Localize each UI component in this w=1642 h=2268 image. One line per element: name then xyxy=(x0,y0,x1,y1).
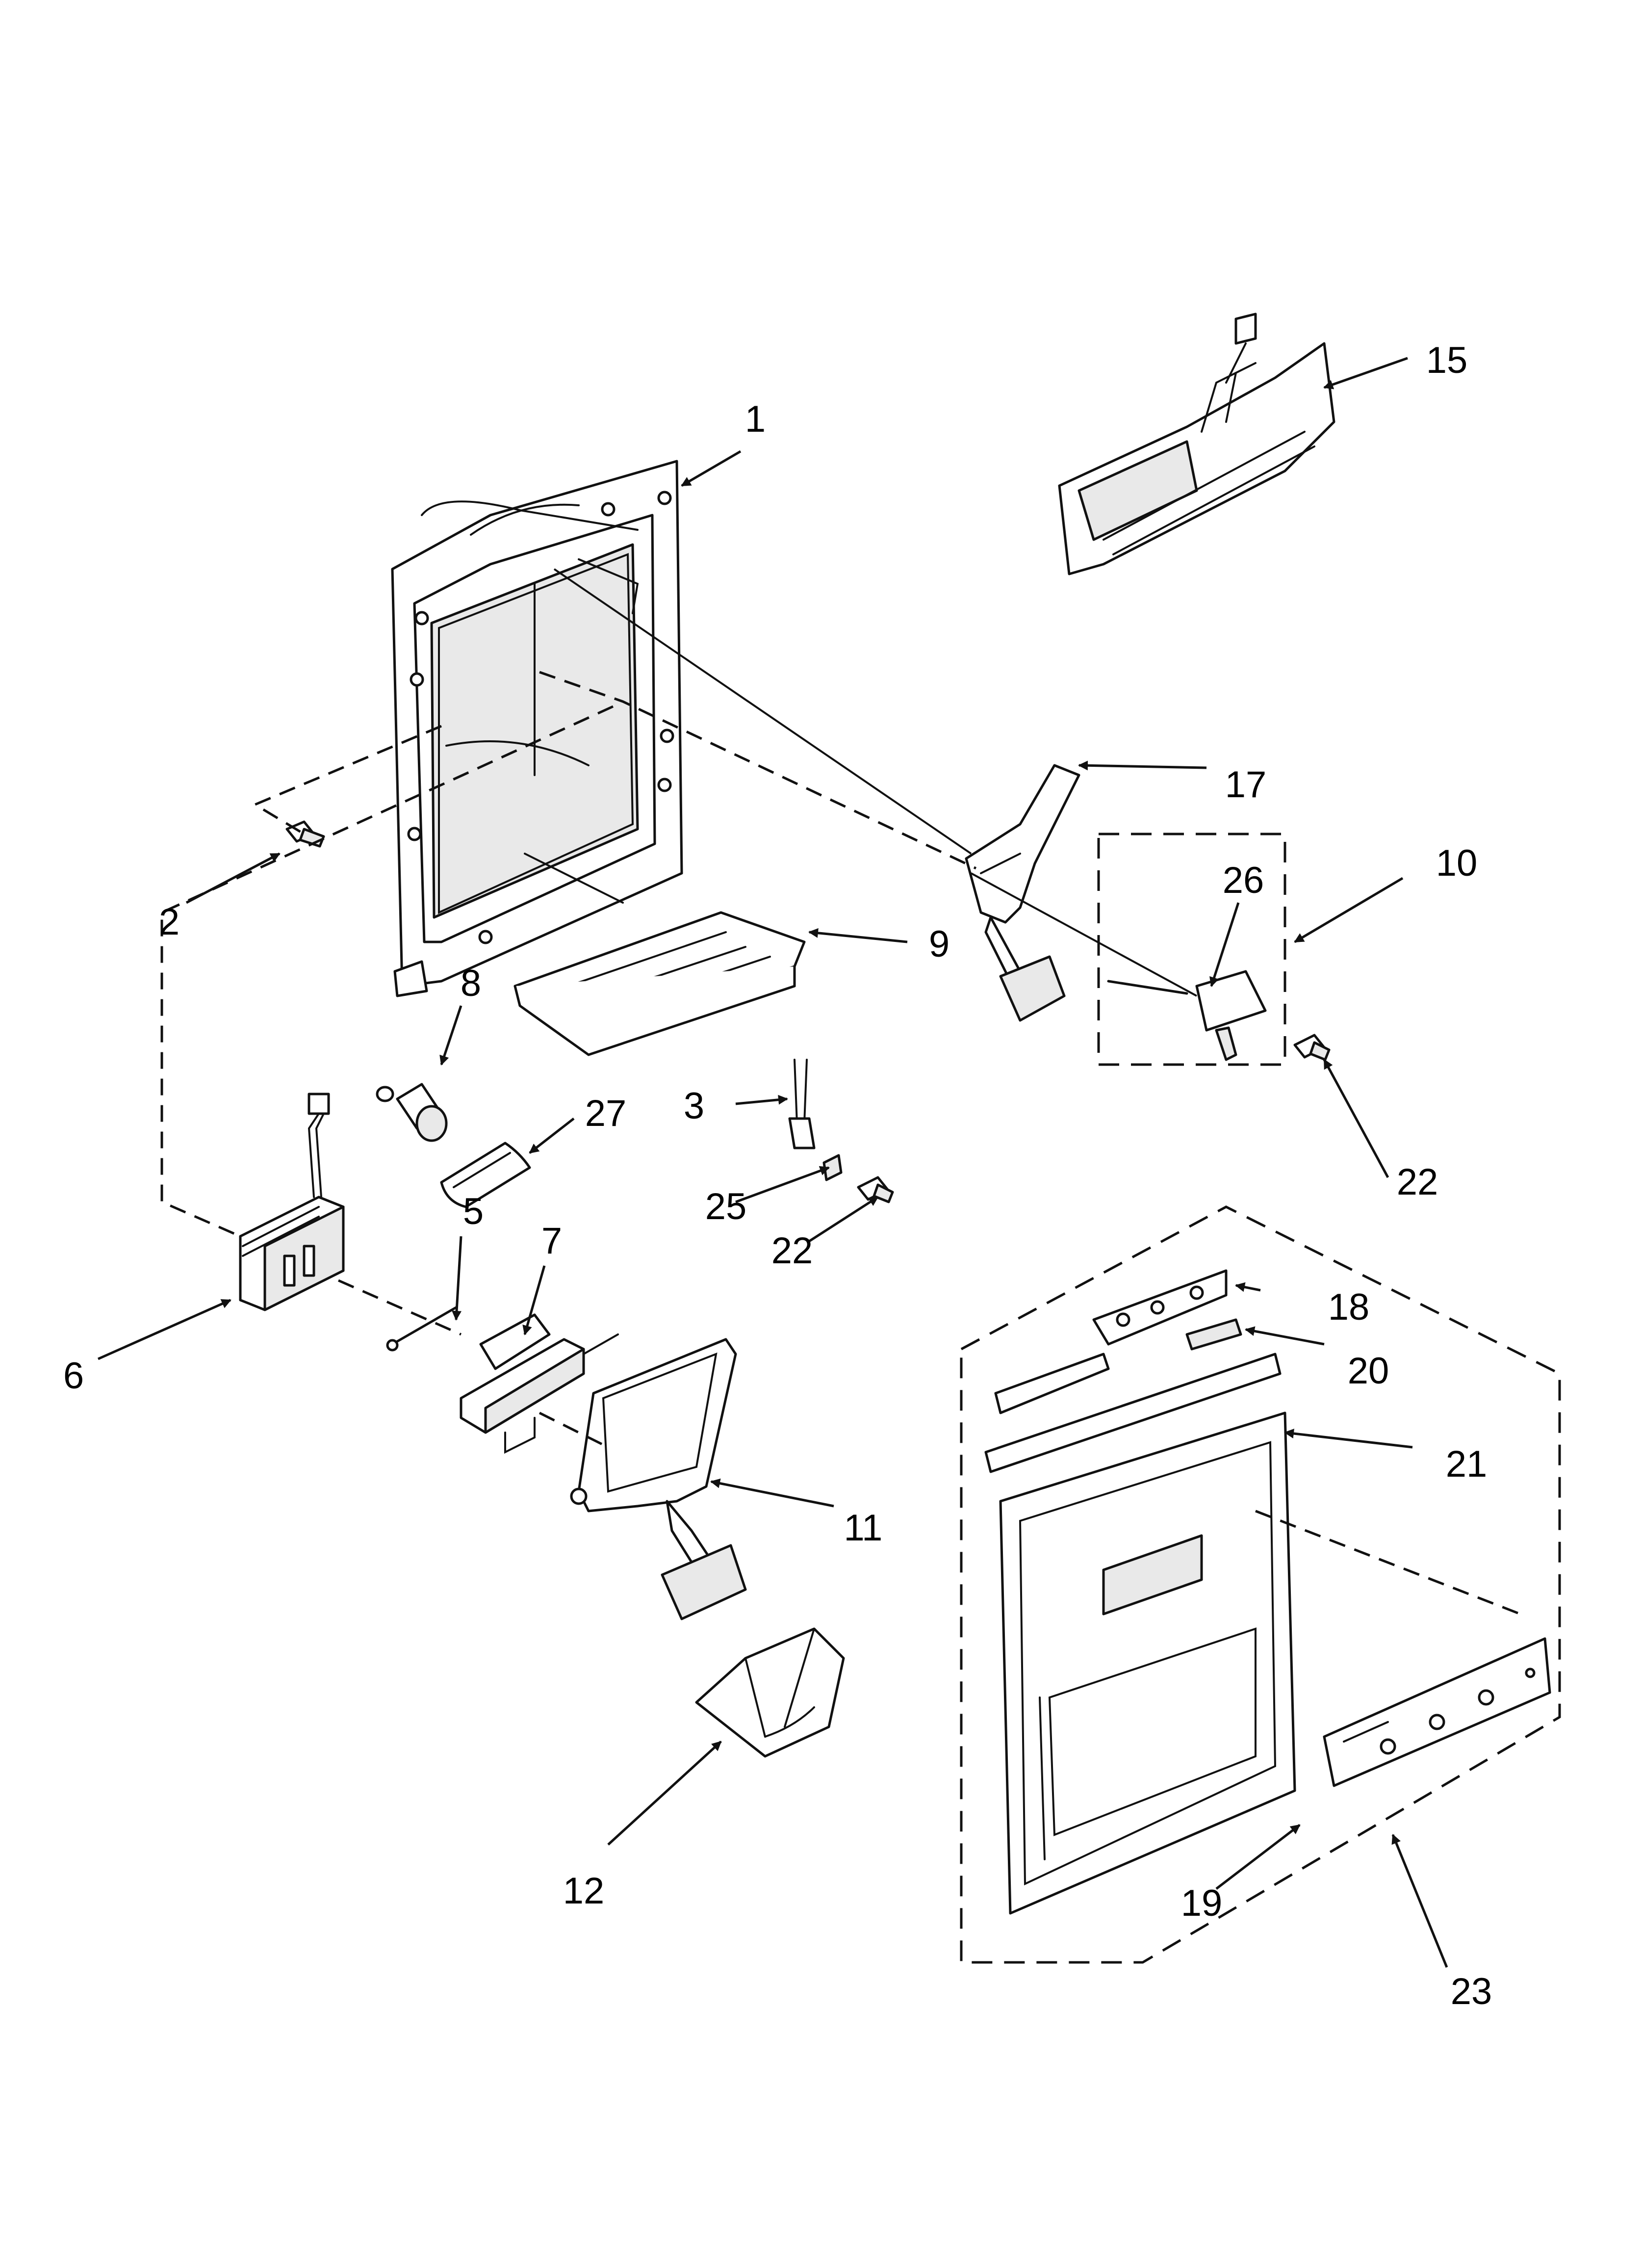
callout-labels: 1 2 3 5 6 7 8 9 10 11 12 15 17 18 19 20 … xyxy=(63,339,1492,2012)
arrow-17 xyxy=(1078,760,1207,771)
arrow-21 xyxy=(1284,1429,1413,1449)
callout-22-right: 22 xyxy=(1397,1161,1438,1203)
callout-12: 12 xyxy=(563,1870,605,1912)
arrow-18 xyxy=(1235,1282,1261,1292)
callout-7: 7 xyxy=(541,1220,562,1262)
arrow-22-right xyxy=(1323,1059,1389,1178)
part-6-module xyxy=(239,1093,345,1311)
arrow-26 xyxy=(1209,902,1240,987)
callout-18: 18 xyxy=(1328,1286,1370,1328)
part-18-board xyxy=(994,1269,1228,1414)
callout-21: 21 xyxy=(1446,1443,1488,1485)
callout-2: 2 xyxy=(159,901,180,943)
part-12-chute xyxy=(695,1627,845,1758)
callout-17: 17 xyxy=(1225,764,1267,806)
callout-5: 5 xyxy=(463,1191,484,1232)
part-7-actuator xyxy=(460,1313,619,1454)
part-17-water-paddle xyxy=(965,764,1080,1022)
part-22-screw-right xyxy=(1293,1034,1331,1061)
part-27-cover xyxy=(440,1142,531,1208)
group-10-boundary xyxy=(1097,833,1286,1066)
arrow-5 xyxy=(452,1236,462,1321)
part-22-screw-center xyxy=(857,1176,894,1203)
callout-20: 20 xyxy=(1348,1350,1389,1392)
callout-19: 19 xyxy=(1181,1882,1223,1924)
part-19-door-panel xyxy=(999,1411,1296,1915)
leader-panel-19-23 xyxy=(1255,1510,1521,1616)
arrow-20 xyxy=(1245,1326,1325,1346)
arrow-9 xyxy=(808,928,908,943)
arrow-3 xyxy=(735,1095,788,1105)
line-17-to-26 xyxy=(971,872,1197,997)
arrow-23 xyxy=(1391,1834,1448,1968)
callout-11: 11 xyxy=(844,1507,883,1549)
group-23-boundary xyxy=(960,1205,1561,1964)
part-3-clip xyxy=(788,1059,816,1149)
arrow-22-center xyxy=(808,1196,879,1243)
part-5-pin xyxy=(386,1306,458,1352)
leader-screw-2 xyxy=(252,725,442,835)
callout-22-center: 22 xyxy=(771,1230,813,1272)
part-1-housing xyxy=(391,460,683,997)
arrow-27 xyxy=(529,1118,575,1154)
part-20-strip xyxy=(1185,1318,1242,1351)
line-frame-to-17 xyxy=(553,568,972,855)
part-26-lever xyxy=(1107,970,1267,1061)
arrow-25 xyxy=(735,1166,830,1203)
arrow-19 xyxy=(1215,1824,1301,1890)
arrow-1 xyxy=(681,450,742,487)
part-9-drip-tray xyxy=(513,911,806,1056)
arrow-8 xyxy=(439,1005,462,1066)
callout-1: 1 xyxy=(745,398,766,440)
callout-8: 8 xyxy=(461,963,481,1004)
callout-arrows xyxy=(97,357,1448,1968)
arrow-6 xyxy=(97,1299,231,1360)
leader-actuator-to-paddle xyxy=(539,1411,609,1449)
arrow-15 xyxy=(1323,357,1408,390)
callout-10: 10 xyxy=(1436,842,1478,884)
arrow-10 xyxy=(1294,877,1404,943)
leader-module-6 xyxy=(160,705,614,1238)
part-2-screw xyxy=(285,820,325,848)
callout-6: 6 xyxy=(63,1355,84,1397)
callout-26: 26 xyxy=(1223,860,1264,901)
callout-3: 3 xyxy=(684,1085,704,1127)
callout-15: 15 xyxy=(1426,339,1468,381)
arrow-2 xyxy=(185,852,281,904)
part-23-control-panel xyxy=(1323,1637,1551,1787)
leader-module-to-pin xyxy=(337,1279,462,1336)
part-11-ice-paddle xyxy=(570,1338,747,1620)
part-15-bracket xyxy=(1058,313,1335,575)
arrow-11 xyxy=(710,1478,834,1508)
leader-frame-to-17 xyxy=(539,671,977,870)
callout-27: 27 xyxy=(585,1093,627,1134)
arrow-7 xyxy=(522,1265,546,1335)
part-8-plunger xyxy=(376,1083,448,1142)
callout-23: 23 xyxy=(1451,1971,1492,2012)
callout-25: 25 xyxy=(705,1186,747,1227)
arrow-12 xyxy=(607,1741,722,1846)
part-21-trim xyxy=(984,1353,1282,1473)
callout-9: 9 xyxy=(929,923,949,965)
